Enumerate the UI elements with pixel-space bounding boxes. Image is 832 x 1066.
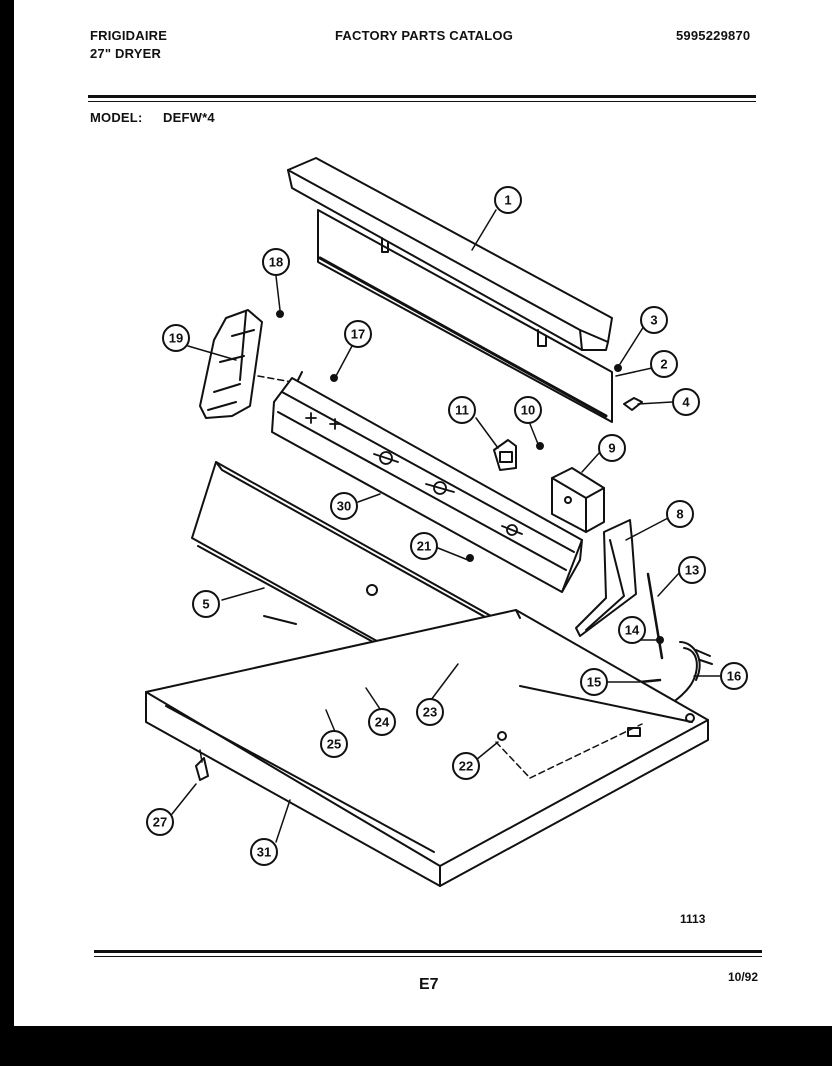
screw-18	[276, 310, 284, 318]
model-label: MODEL:	[90, 110, 143, 125]
catalog-title: FACTORY PARTS CATALOG	[335, 28, 514, 43]
callout-4: 4	[682, 395, 690, 410]
callout-3: 3	[650, 313, 657, 328]
page-code: E7	[419, 976, 439, 993]
callout-16: 16	[727, 669, 741, 684]
footer-rule-thick	[94, 950, 762, 953]
figure-code: 1113	[680, 912, 706, 926]
callout-5: 5	[202, 597, 209, 612]
screw-3	[614, 364, 622, 372]
catalog-number: 5995229870	[676, 28, 751, 43]
header-rule-thick	[88, 95, 756, 98]
screw-22	[497, 731, 507, 741]
cabinet-top-31	[145, 609, 709, 887]
brand-name: FRIGIDAIRE	[90, 28, 168, 43]
callout-23: 23	[423, 705, 437, 720]
console-rear-panel	[317, 209, 613, 423]
callout-2: 2	[660, 357, 667, 372]
console-top-cap	[287, 157, 613, 351]
callout-1: 1	[504, 193, 511, 208]
callout-19: 19	[169, 331, 183, 346]
product-name: 27" DRYER	[90, 46, 162, 61]
callout-9: 9	[608, 441, 615, 456]
timer-9	[551, 467, 605, 533]
callout-21: 21	[417, 539, 431, 554]
revision-date: 10/92	[728, 970, 759, 984]
callout-22: 22	[459, 759, 473, 774]
switch-11	[493, 439, 517, 471]
callout-10: 10	[521, 403, 535, 418]
callout-15: 15	[587, 675, 601, 690]
callout-24: 24	[375, 715, 390, 730]
model-value: DEFW*4	[163, 110, 215, 125]
callout-27: 27	[153, 815, 167, 830]
footer-rule-thin	[94, 956, 762, 957]
clip-4	[623, 397, 643, 411]
side-panel-8	[575, 519, 637, 637]
header-rule-thin	[88, 101, 756, 102]
callout-14: 14	[625, 623, 640, 638]
callout-11: 11	[455, 403, 469, 418]
callout-circles	[146, 186, 748, 866]
callout-30: 30	[337, 499, 351, 514]
rod-13	[646, 572, 664, 660]
callout-13: 13	[685, 563, 699, 578]
callout-31: 31	[257, 845, 271, 860]
clip-15	[638, 678, 662, 684]
control-panel	[271, 371, 583, 593]
left-end-bracket	[199, 309, 293, 419]
callout-25: 25	[327, 737, 341, 752]
callout-18: 18	[269, 255, 283, 270]
callout-8: 8	[676, 507, 683, 522]
callout-17: 17	[351, 327, 365, 342]
